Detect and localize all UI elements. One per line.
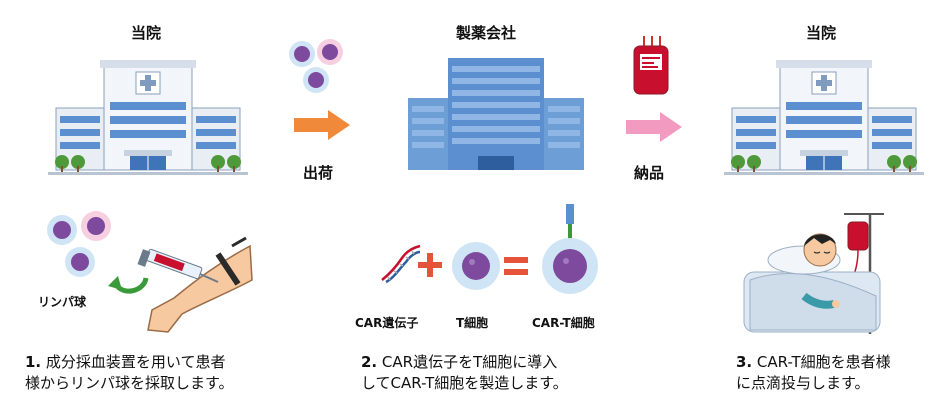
hospital-right-illustration xyxy=(723,59,925,176)
label-car-gene: CAR遺伝子 xyxy=(355,316,419,330)
step-1-line-2: 様からリンパ球を採取します。 xyxy=(25,374,234,392)
t-cell-icon xyxy=(452,242,500,290)
step-3-description: 3. CAR-T細胞を患者様 に点滴投与します。 xyxy=(736,352,891,394)
step-2-line-1: CAR遺伝子をT細胞に導入 xyxy=(381,353,558,371)
car-t-cell-icon xyxy=(542,204,598,294)
return-arrow-icon xyxy=(108,276,149,294)
label-t-cell: T細胞 xyxy=(456,316,489,330)
lymphocyte-cluster-icon xyxy=(47,211,111,277)
heading-hospital-left: 当院 xyxy=(131,24,162,42)
step-1-line-1: 成分採血装置を用いて患者 xyxy=(45,353,226,371)
hospital-left-illustration xyxy=(48,60,248,175)
step-3-line-2: に点滴投与します。 xyxy=(736,374,870,392)
patient-infusion-illustration xyxy=(743,213,884,334)
step-1-number: 1. xyxy=(25,353,42,371)
step-1-description: 1. 成分採血装置を用いて患者 様からリンパ球を採取します。 xyxy=(25,352,234,394)
label-lymphocyte: リンパ球 xyxy=(38,295,87,309)
deliver-arrow-icon xyxy=(626,112,682,142)
step-3-line-1: CAR-T細胞を患者様 xyxy=(756,353,891,371)
heading-hospital-right: 当院 xyxy=(806,24,837,42)
pharma-company-building-illustration xyxy=(408,58,584,170)
heading-pharma-company: 製薬会社 xyxy=(456,24,517,42)
step-2-description: 2. CAR遺伝子をT細胞に導入 してCAR-T細胞を製造します。 xyxy=(361,352,568,394)
step-2-number: 2. xyxy=(361,353,378,371)
flow-label-deliver: 納品 xyxy=(634,164,665,182)
plus-icon xyxy=(418,253,442,277)
lymphocyte-cells-icon xyxy=(289,39,343,93)
car-gene-dna-icon xyxy=(381,244,421,284)
flow-label-ship: 出荷 xyxy=(303,164,334,182)
step-3-number: 3. xyxy=(736,353,753,371)
ship-arrow-icon xyxy=(294,110,350,140)
label-car-t-cell: CAR-T細胞 xyxy=(532,316,595,330)
blood-bag-icon xyxy=(633,36,669,95)
step-2-line-2: してCAR-T細胞を製造します。 xyxy=(361,374,568,392)
equals-icon xyxy=(504,257,528,275)
blood-draw-arm-icon xyxy=(137,236,253,333)
